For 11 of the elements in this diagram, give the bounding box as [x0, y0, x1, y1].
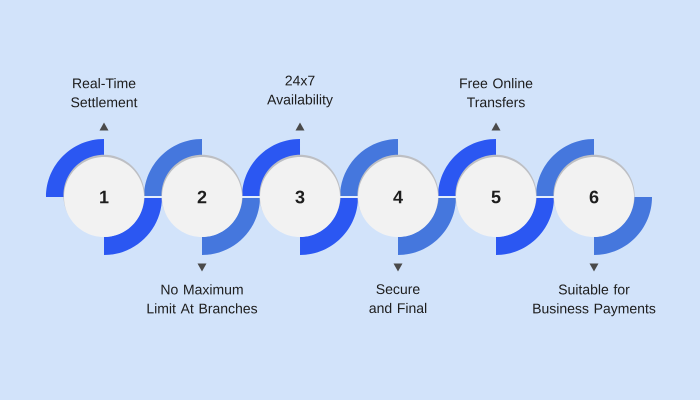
feature-label: 24x7 Availability: [267, 76, 333, 108]
connector-line: [242, 196, 260, 198]
connector-line: [340, 196, 358, 198]
feature-label: Secure and Final: [369, 284, 426, 314]
connector-line: [438, 196, 456, 198]
feature-label: Free Online Transfers: [460, 78, 532, 108]
feature-label: No Maximum Limit At Branches: [148, 284, 258, 314]
connector-line: [144, 196, 162, 198]
connector-line: [536, 196, 554, 198]
feature-label: Suitable for Business Payments: [533, 284, 656, 316]
feature-label: Real-Time Settlement: [71, 78, 138, 108]
